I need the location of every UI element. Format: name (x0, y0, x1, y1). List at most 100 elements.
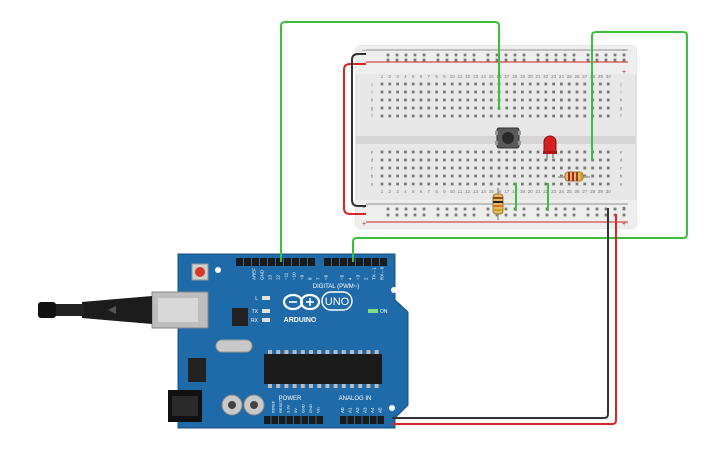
breadboard-hole[interactable] (560, 174, 563, 178)
breadboard-hole[interactable] (560, 114, 563, 118)
header-pin-socket[interactable] (292, 258, 299, 266)
breadboard-hole[interactable] (458, 166, 462, 170)
breadboard-hole[interactable] (396, 182, 399, 186)
breadboard-hole[interactable] (599, 182, 602, 186)
breadboard-hole[interactable] (495, 53, 499, 57)
breadboard-hole[interactable] (450, 182, 454, 186)
breadboard-hole[interactable] (544, 82, 548, 86)
breadboard-hole[interactable] (419, 114, 423, 118)
breadboard-hole[interactable] (595, 53, 599, 57)
breadboard-hole[interactable] (474, 82, 477, 86)
wire-gnd-to-rail[interactable] (392, 208, 609, 419)
breadboard-hole[interactable] (528, 166, 532, 170)
resistor-vertical[interactable] (492, 188, 504, 220)
breadboard-hole[interactable] (567, 90, 571, 94)
breadboard-hole[interactable] (521, 150, 524, 154)
breadboard-hole[interactable] (427, 114, 431, 118)
breadboard-hole[interactable] (567, 82, 571, 86)
breadboard-hole[interactable] (606, 114, 610, 118)
breadboard-hole[interactable] (513, 150, 516, 154)
breadboard-hole[interactable] (521, 90, 524, 94)
breadboard-hole[interactable] (489, 158, 493, 162)
breadboard-hole[interactable] (411, 114, 415, 118)
breadboard-hole[interactable] (388, 114, 392, 118)
breadboard-hole[interactable] (583, 182, 587, 186)
header-pin-socket[interactable] (380, 258, 387, 266)
breadboard-hole[interactable] (443, 114, 446, 118)
breadboard-hole[interactable] (386, 213, 390, 217)
breadboard-hole[interactable] (536, 82, 540, 86)
breadboard-hole[interactable] (466, 82, 470, 86)
breadboard-hole[interactable] (454, 207, 458, 211)
breadboard-hole[interactable] (505, 90, 509, 94)
breadboard-hole[interactable] (504, 207, 508, 211)
breadboard-hole[interactable] (454, 213, 458, 217)
breadboard-hole[interactable] (450, 158, 454, 162)
power-analog-pin-header[interactable] (264, 416, 384, 424)
breadboard-hole[interactable] (411, 82, 415, 86)
breadboard-hole[interactable] (575, 166, 579, 170)
breadboard-hole[interactable] (380, 98, 384, 102)
header-pin-socket[interactable] (300, 258, 307, 266)
breadboard-hole[interactable] (443, 150, 446, 154)
breadboard-hole[interactable] (552, 182, 555, 186)
breadboard-hole[interactable] (474, 166, 477, 170)
breadboard-hole[interactable] (613, 207, 617, 211)
breadboard-hole[interactable] (586, 53, 590, 57)
power-pin-socket[interactable] (316, 416, 324, 424)
breadboard-hole[interactable] (567, 182, 571, 186)
breadboard-hole[interactable] (411, 150, 415, 154)
breadboard-hole[interactable] (435, 90, 438, 94)
breadboard-hole[interactable] (419, 158, 423, 162)
breadboard-hole[interactable] (528, 150, 532, 154)
breadboard-hole[interactable] (380, 114, 384, 118)
breadboard-hole[interactable] (396, 158, 399, 162)
breadboard-hole[interactable] (450, 150, 454, 154)
breadboard-hole[interactable] (567, 98, 571, 102)
breadboard-hole[interactable] (411, 98, 415, 102)
breadboard-hole[interactable] (563, 53, 567, 57)
breadboard-hole[interactable] (380, 166, 384, 170)
breadboard-hole[interactable] (427, 166, 431, 170)
breadboard-hole[interactable] (575, 98, 579, 102)
breadboard-hole[interactable] (554, 207, 558, 211)
breadboard-hole[interactable] (450, 98, 454, 102)
breadboard-hole[interactable] (386, 53, 390, 57)
header-pin-socket[interactable] (340, 258, 347, 266)
breadboard-hole[interactable] (395, 207, 399, 211)
breadboard-hole[interactable] (575, 114, 579, 118)
breadboard-hole[interactable] (489, 90, 493, 94)
breadboard-hole[interactable] (427, 158, 431, 162)
breadboard-hole[interactable] (404, 114, 407, 118)
breadboard-hole[interactable] (404, 158, 407, 162)
breadboard-hole[interactable] (544, 182, 548, 186)
breadboard-hole[interactable] (486, 207, 490, 211)
breadboard-hole[interactable] (513, 98, 516, 102)
breadboard-hole[interactable] (599, 158, 602, 162)
breadboard-hole[interactable] (606, 106, 610, 110)
breadboard-hole[interactable] (521, 114, 524, 118)
breadboard-hole[interactable] (404, 53, 408, 57)
breadboard-hole[interactable] (521, 98, 524, 102)
breadboard-hole[interactable] (411, 106, 415, 110)
breadboard-hole[interactable] (622, 207, 626, 211)
breadboard-hole[interactable] (505, 106, 509, 110)
breadboard-hole[interactable] (388, 174, 392, 178)
resistor-horizontal[interactable] (558, 171, 590, 182)
breadboard-hole[interactable] (419, 182, 423, 186)
breadboard-hole[interactable] (458, 182, 462, 186)
header-pin-socket[interactable] (324, 258, 331, 266)
breadboard-hole[interactable] (450, 82, 454, 86)
breadboard-hole[interactable] (599, 106, 602, 110)
breadboard-hole[interactable] (504, 53, 508, 57)
breadboard-hole[interactable] (505, 150, 509, 154)
breadboard-hole[interactable] (450, 166, 454, 170)
breadboard-hole[interactable] (445, 213, 449, 217)
pushbutton[interactable] (495, 127, 521, 149)
breadboard-hole[interactable] (396, 90, 399, 94)
breadboard-hole[interactable] (445, 58, 449, 62)
breadboard-hole[interactable] (567, 158, 571, 162)
breadboard-hole[interactable] (443, 174, 446, 178)
breadboard-hole[interactable] (560, 166, 563, 170)
breadboard-hole[interactable] (560, 98, 563, 102)
